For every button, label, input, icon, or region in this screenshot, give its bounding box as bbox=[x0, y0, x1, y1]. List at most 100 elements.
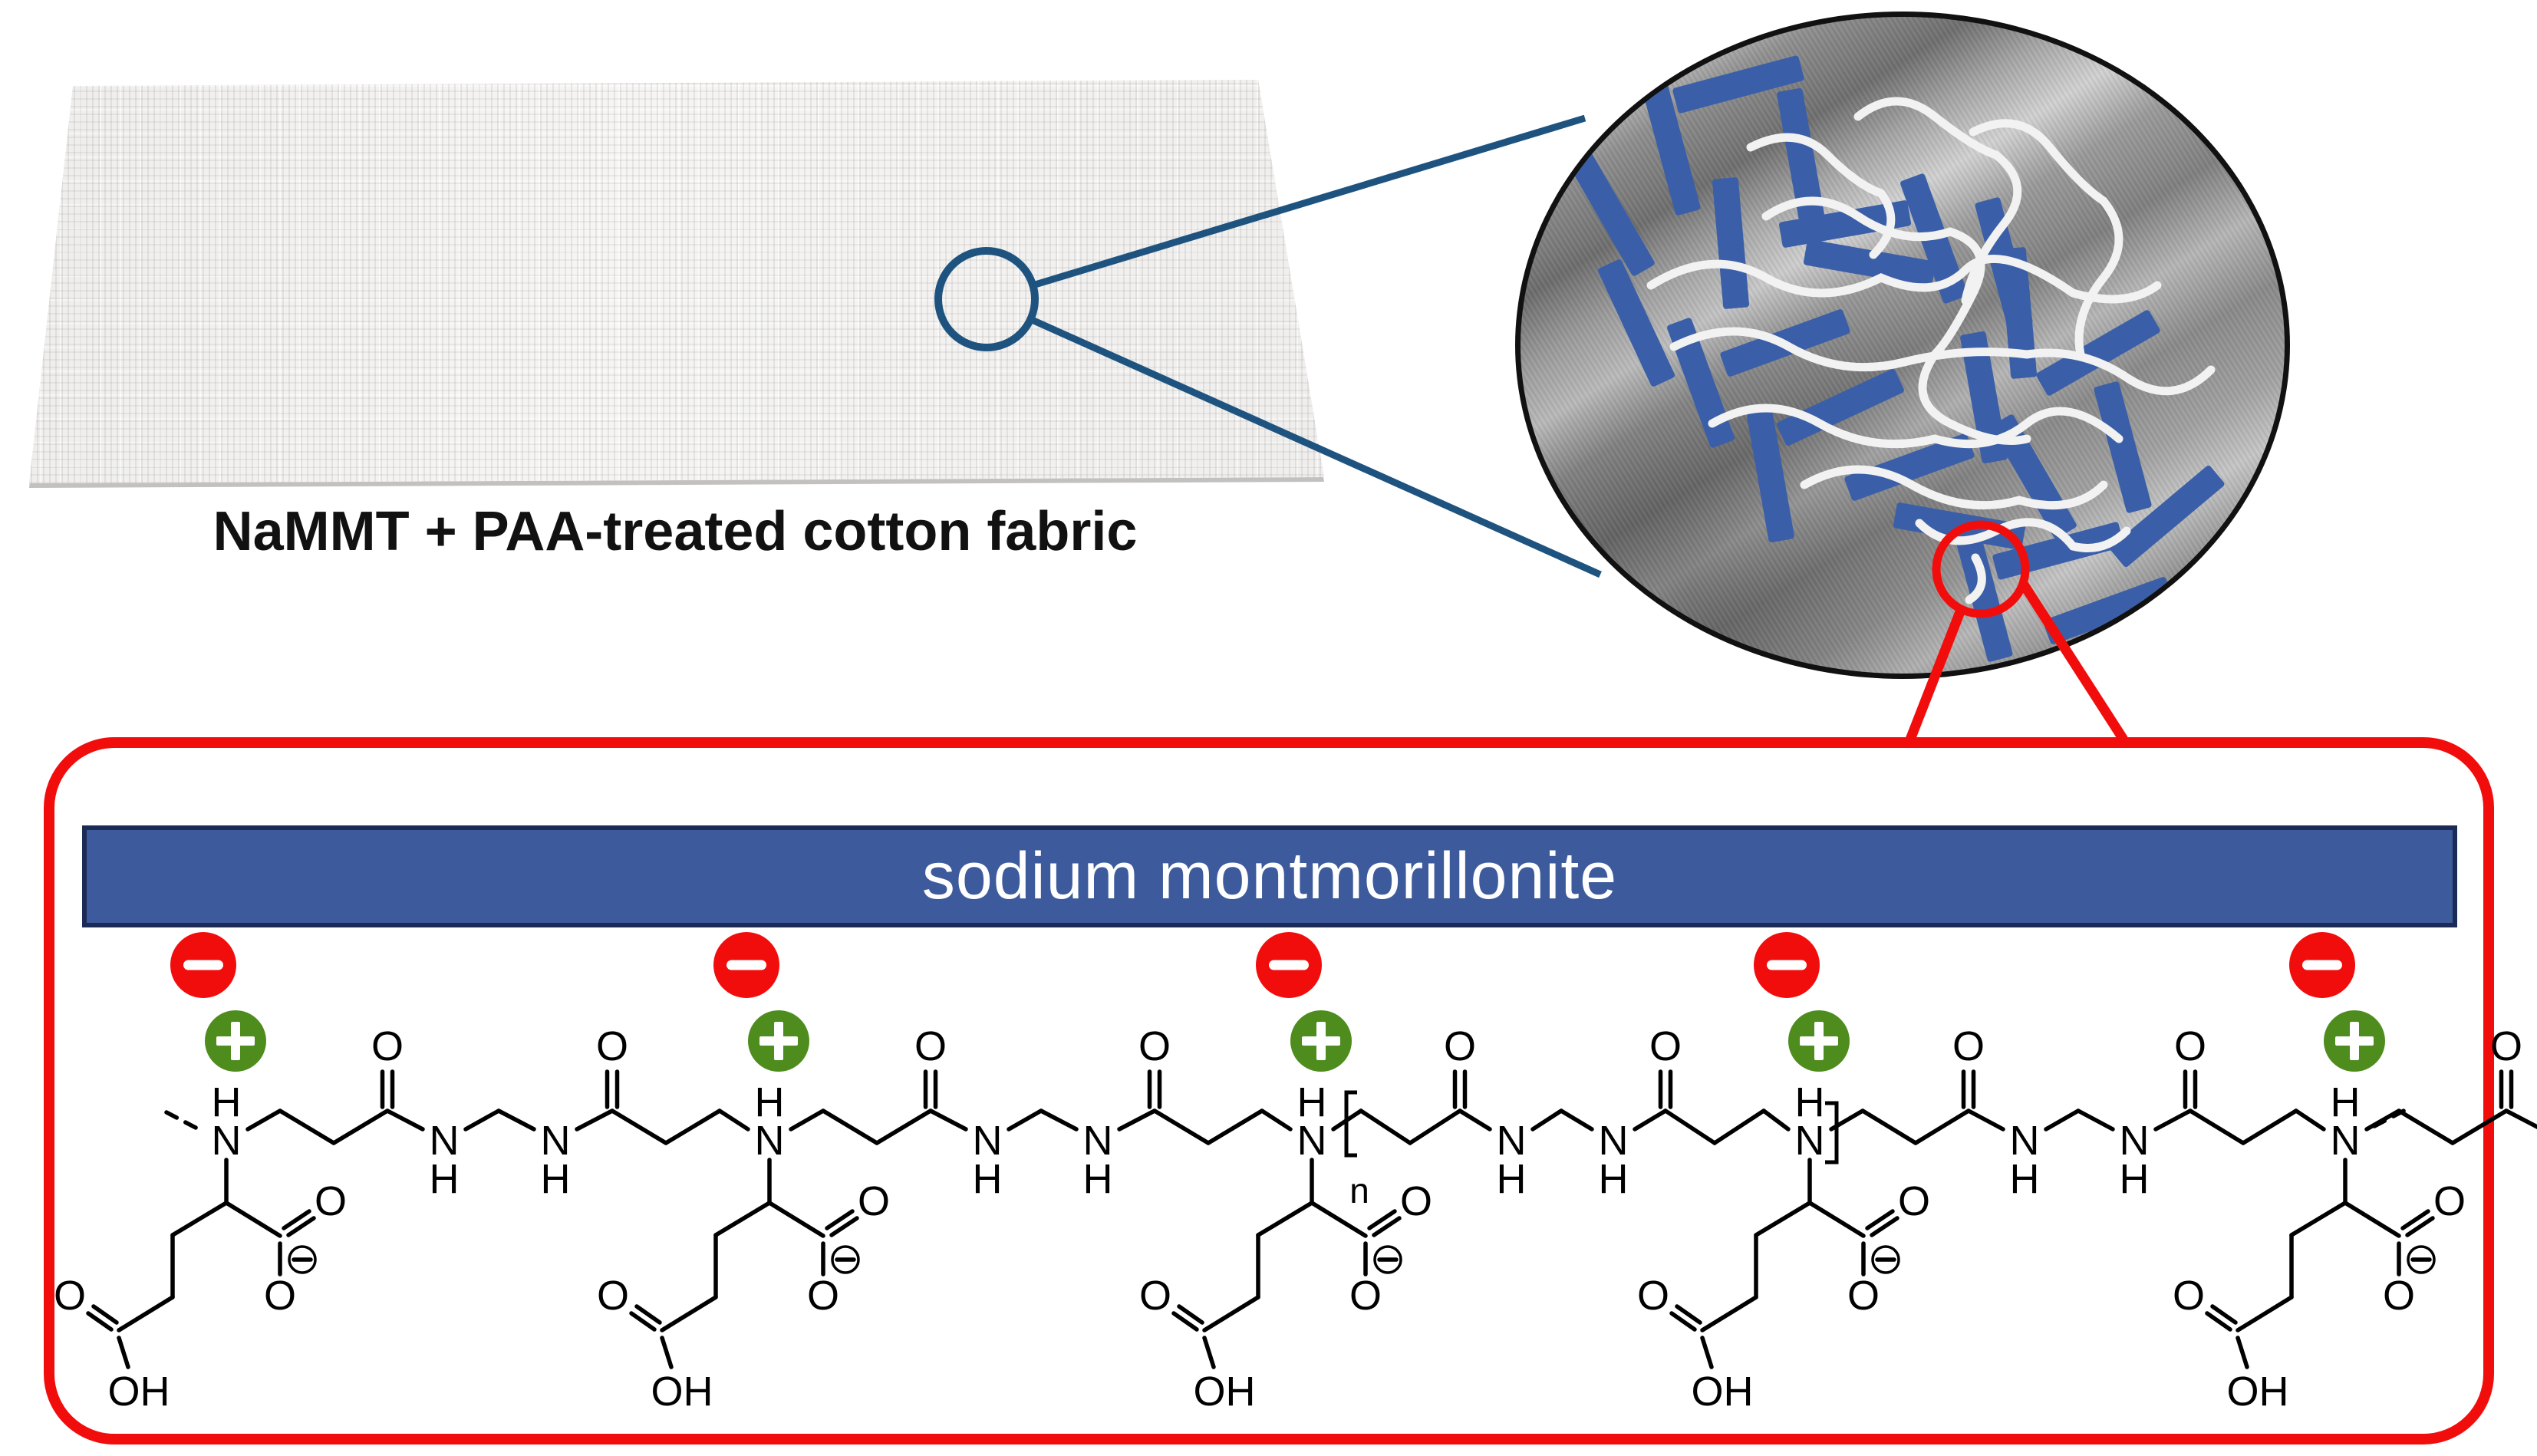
bond bbox=[1865, 1209, 1895, 1230]
clay-platelet bbox=[1777, 87, 1824, 221]
bond bbox=[928, 1108, 968, 1132]
bond bbox=[660, 1336, 674, 1369]
clay-platelet bbox=[1844, 433, 1975, 501]
bond bbox=[2343, 1201, 2401, 1238]
bond bbox=[2241, 1108, 2298, 1145]
chain-terminus-bond bbox=[2372, 1105, 2412, 1128]
bond bbox=[821, 1108, 879, 1145]
carbonyl-oxygen: O bbox=[596, 1023, 628, 1069]
bond bbox=[2044, 1108, 2081, 1132]
bond bbox=[2188, 1108, 2245, 1145]
amide-nitrogen: N bbox=[2010, 1118, 2040, 1164]
clay-platelet bbox=[1667, 318, 1735, 448]
carboxylate-dbl-oxygen: O bbox=[858, 1178, 890, 1224]
amide-nitrogen: N bbox=[1497, 1118, 1527, 1164]
bond bbox=[2397, 1108, 2455, 1145]
clay-platelet bbox=[1777, 368, 1904, 446]
bond bbox=[1633, 1108, 1668, 1132]
bond bbox=[282, 1209, 311, 1230]
carboxylate-oxygen: O bbox=[1847, 1273, 1880, 1319]
clay-platelet bbox=[1999, 247, 2038, 379]
amide-nitrogen: N bbox=[541, 1118, 571, 1164]
ammonium-hydrogen: H bbox=[1795, 1079, 1825, 1125]
amide-nitrogen: N bbox=[1599, 1118, 1629, 1164]
bond bbox=[2400, 1209, 2430, 1230]
amide-nitrogen: N bbox=[1083, 1118, 1113, 1164]
amide-hydrogen: H bbox=[430, 1156, 460, 1202]
bond bbox=[1206, 1108, 1264, 1145]
bond bbox=[1367, 1209, 1397, 1230]
bond bbox=[1700, 1295, 1758, 1332]
clay-platelet bbox=[2036, 310, 2160, 396]
bond bbox=[575, 1108, 614, 1132]
bond bbox=[1663, 1108, 1717, 1145]
carbonyl-oxygen: O bbox=[1649, 1023, 1682, 1069]
acid-hydroxyl: OH bbox=[1692, 1369, 1754, 1415]
polymer-chain bbox=[1708, 404, 2124, 449]
carbonyl-oxygen: O bbox=[2174, 1023, 2206, 1069]
bond bbox=[1712, 1108, 1766, 1145]
bond bbox=[331, 1108, 390, 1145]
acid-hydroxyl: OH bbox=[2227, 1369, 2289, 1415]
acid-dbl-oxygen: O bbox=[1637, 1273, 1669, 1319]
amide-hydrogen: H bbox=[1497, 1156, 1527, 1202]
bond bbox=[1870, 1216, 1899, 1237]
polymer-chain bbox=[1969, 119, 2124, 359]
carboxylate-dbl-oxygen: O bbox=[1898, 1178, 1930, 1224]
bond bbox=[278, 1108, 336, 1145]
bond bbox=[629, 1311, 657, 1332]
plus-icon bbox=[231, 1022, 240, 1060]
amide-hydrogen: H bbox=[1599, 1156, 1629, 1202]
bond bbox=[1966, 1108, 2005, 1132]
bond bbox=[245, 1108, 282, 1132]
bond bbox=[2210, 1304, 2238, 1325]
bond bbox=[1530, 1108, 1563, 1132]
bond bbox=[1007, 1108, 1043, 1132]
bond bbox=[1559, 1108, 1594, 1132]
bond bbox=[496, 1108, 536, 1132]
carbonyl-oxygen: O bbox=[1952, 1023, 1985, 1069]
bond bbox=[2504, 1108, 2537, 1129]
carbonyl-oxygen: O bbox=[1444, 1023, 1476, 1069]
acid-dbl-oxygen: O bbox=[1139, 1273, 1171, 1319]
bond bbox=[2153, 1108, 2193, 1132]
carboxylate-oxygen: O bbox=[264, 1273, 296, 1319]
bond bbox=[1260, 1108, 1293, 1132]
bond bbox=[1152, 1108, 1211, 1145]
bond bbox=[829, 1216, 859, 1237]
bond bbox=[1807, 1201, 1866, 1238]
bond bbox=[2236, 1295, 2294, 1332]
bond bbox=[1177, 1304, 1204, 1325]
clay-platelet bbox=[1672, 55, 1804, 114]
bond bbox=[286, 1216, 316, 1237]
ammonium-hydrogen: H bbox=[2331, 1079, 2361, 1125]
clay-platelet bbox=[1642, 84, 1701, 216]
polymer-chain bbox=[1853, 97, 2022, 305]
plus-icon bbox=[1814, 1022, 1824, 1060]
polymer-chain bbox=[1669, 327, 2216, 396]
bond bbox=[1372, 1216, 1402, 1237]
clay-platelet bbox=[1747, 410, 1794, 543]
bond bbox=[610, 1108, 668, 1145]
carbonyl-oxygen: O bbox=[2490, 1023, 2522, 1069]
acid-dbl-oxygen: O bbox=[2173, 1273, 2205, 1319]
ammonium-hydrogen: H bbox=[1297, 1079, 1327, 1125]
ammonium-nitrogen: N bbox=[212, 1118, 242, 1164]
acid-hydroxyl: OH bbox=[1194, 1369, 1256, 1415]
bond bbox=[117, 1295, 175, 1332]
clay-platelet bbox=[1778, 200, 1912, 248]
bond bbox=[664, 1108, 722, 1145]
bond bbox=[2405, 1216, 2435, 1237]
bond bbox=[1754, 1201, 1812, 1237]
amide-hydrogen: H bbox=[541, 1156, 571, 1202]
bond bbox=[1171, 1311, 1199, 1332]
fabric-label: NaMMT + PAA-treated cotton fabric bbox=[213, 501, 1138, 562]
bond bbox=[1860, 1108, 1918, 1145]
acid-hydroxyl: OH bbox=[651, 1369, 713, 1415]
bond bbox=[170, 1201, 229, 1237]
minus-icon bbox=[727, 960, 766, 970]
bond bbox=[875, 1108, 933, 1145]
carbonyl-oxygen: O bbox=[1138, 1023, 1171, 1069]
